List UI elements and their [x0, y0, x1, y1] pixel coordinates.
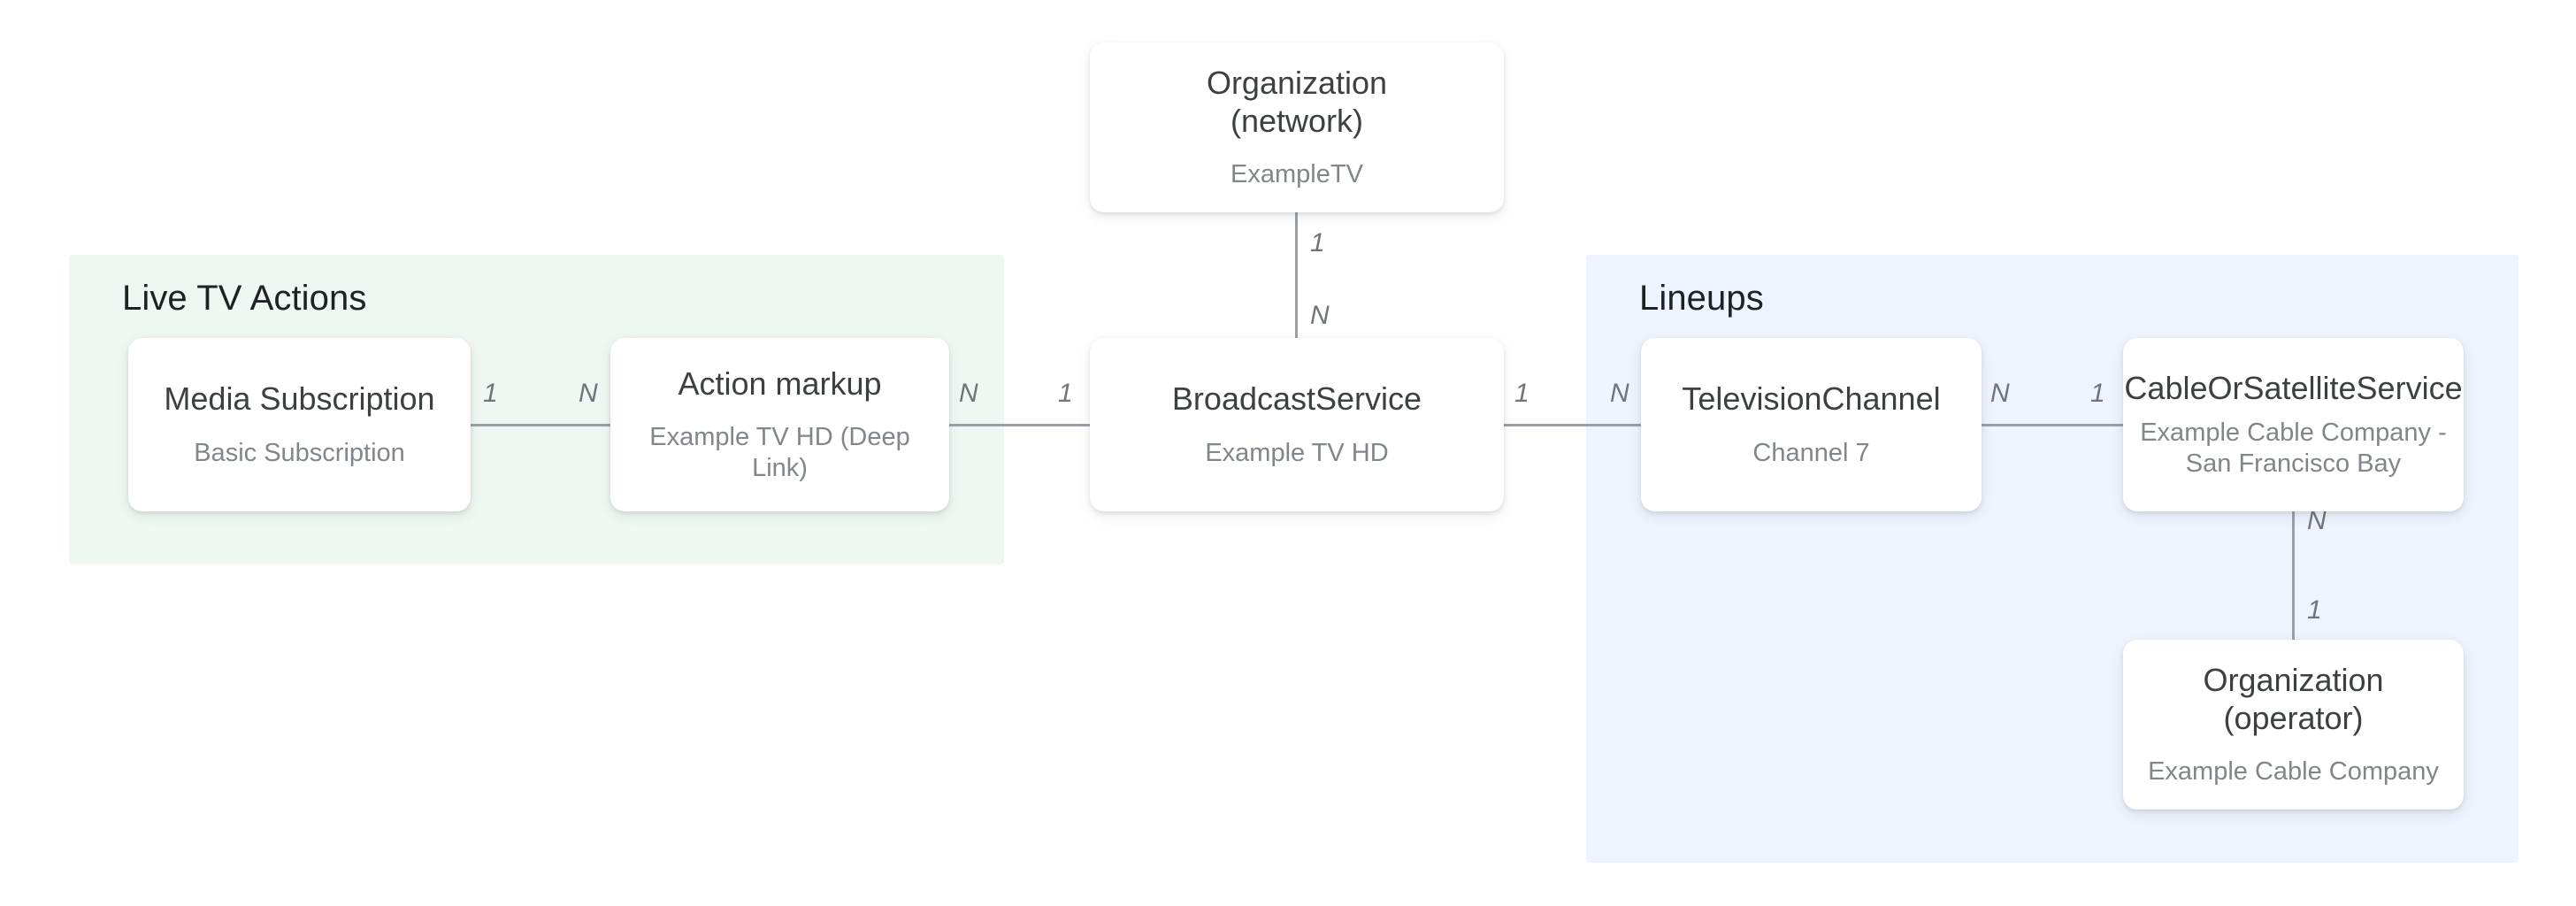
node-media-subscription-title: Media Subscription — [164, 380, 435, 418]
edge-action-markup-broadcast-service — [946, 424, 1096, 426]
edge-label-cable-or-satellite-service-n: N — [2307, 506, 2327, 535]
edge-label-organization-network-1: 1 — [1310, 228, 1325, 257]
edge-label-cable-or-satellite-service-1: 1 — [2090, 379, 2105, 408]
node-cable-or-satellite-service-title: CableOrSatelliteService — [2124, 369, 2463, 406]
node-action-markup-title: Action markup — [678, 365, 882, 402]
node-cable-or-satellite-service[interactable]: CableOrSatelliteService Example Cable Co… — [2123, 338, 2464, 511]
node-television-channel[interactable]: TelevisionChannel Channel 7 — [1641, 338, 1982, 511]
edge-label-television-channel-n: N — [1610, 379, 1629, 408]
node-organization-operator-subtitle: Example Cable Company — [2148, 757, 2439, 787]
edge-organization-network-broadcast-service — [1295, 210, 1298, 342]
panel-live-tv-actions-title: Live TV Actions — [122, 279, 367, 318]
node-television-channel-subtitle: Channel 7 — [1752, 438, 1870, 467]
node-broadcast-service-subtitle: Example TV HD — [1205, 438, 1389, 467]
edge-broadcast-service-television-channel — [1501, 424, 1648, 426]
edge-label-broadcast-service-1b: 1 — [1514, 379, 1530, 408]
node-organization-network-title: Organization (network) — [1206, 65, 1388, 139]
edge-label-action-markup-n: N — [579, 379, 598, 408]
node-broadcast-service[interactable]: BroadcastService Example TV HD — [1090, 338, 1504, 511]
edge-label-media-subscription-1: 1 — [483, 379, 498, 408]
node-media-subscription-subtitle: Basic Subscription — [194, 438, 405, 467]
node-organization-network[interactable]: Organization (network) ExampleTV — [1090, 42, 1504, 212]
node-organization-network-subtitle: ExampleTV — [1230, 160, 1363, 189]
edge-media-subscription-action-markup — [467, 424, 616, 426]
node-organization-operator[interactable]: Organization (operator) Example Cable Co… — [2123, 640, 2464, 810]
edge-label-television-channel-n2: N — [1990, 379, 2010, 408]
edge-cable-or-satellite-service-organization-operator — [2292, 504, 2295, 641]
edge-label-organization-operator-1: 1 — [2307, 595, 2322, 625]
node-television-channel-title: TelevisionChannel — [1682, 380, 1941, 418]
node-cable-or-satellite-service-subtitle: Example Cable Company - San Francisco Ba… — [2140, 418, 2447, 479]
panel-lineups-title: Lineups — [1639, 279, 1764, 318]
node-organization-operator-title: Organization (operator) — [2203, 662, 2384, 736]
edge-label-broadcast-service-1: 1 — [1058, 379, 1073, 408]
node-action-markup[interactable]: Action markup Example TV HD (Deep Link) — [610, 338, 949, 511]
node-media-subscription[interactable]: Media Subscription Basic Subscription — [128, 338, 471, 511]
node-action-markup-subtitle: Example TV HD (Deep Link) — [649, 423, 910, 483]
edge-label-action-markup-n2: N — [959, 379, 978, 408]
node-broadcast-service-title: BroadcastService — [1171, 380, 1422, 418]
edge-label-broadcast-service-n: N — [1310, 301, 1330, 330]
edge-television-channel-cable-or-satellite-service — [1978, 424, 2128, 426]
